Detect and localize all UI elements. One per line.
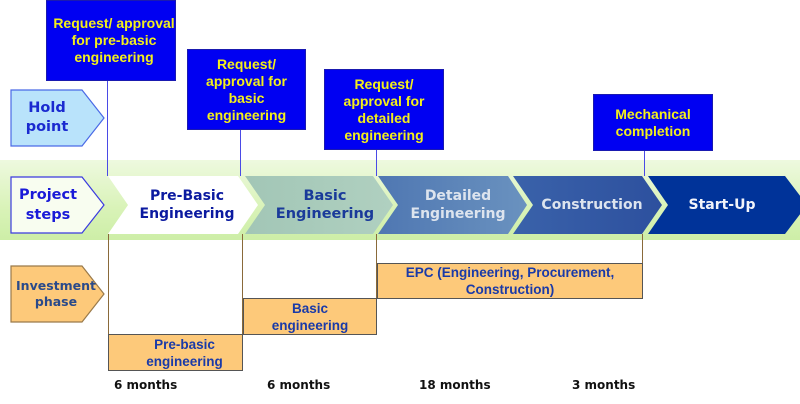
phase-epc: EPC (Engineering, Procurement, Construct… (377, 263, 643, 299)
gate-label: Request/ approval for basic engineering (206, 55, 287, 123)
step-chevron-start-up (648, 176, 800, 234)
gate-line-1 (107, 80, 108, 176)
duration-basic: 6 months (267, 378, 331, 392)
gate-detailed-engineering: Request/ approval for detailed engineeri… (324, 69, 444, 150)
phase-divider-3 (376, 234, 377, 298)
step-start-up: Start-Up (688, 197, 756, 213)
duration-start-up: 3 months (572, 378, 636, 392)
gate-basic-engineering: Request/ approval for basic engineering (187, 49, 306, 130)
phase-pre-basic-engineering: Pre-basic engineering (108, 334, 243, 371)
project-steps-label: Project steps (10, 176, 106, 234)
step-chevron-pre-basic (108, 176, 258, 234)
phase-label: EPC (Engineering, Procurement, Construct… (405, 265, 615, 297)
step-chevron-detailed (378, 176, 527, 234)
hold-point-label: Hold point (10, 89, 106, 147)
phase-label: Pre-basic engineering (146, 336, 223, 369)
investment-phase-label: Investment phase (10, 265, 106, 323)
duration-epc: 18 months (419, 378, 491, 392)
step-detailed-engineering: Detailed Engineering (410, 188, 506, 222)
investment-phase-arrow-shape (10, 265, 105, 323)
hold-point-arrow-shape (10, 89, 105, 147)
phase-divider-1 (108, 234, 109, 334)
step-chevron-basic (245, 176, 393, 234)
phase-basic-engineering: Basic engineering (243, 298, 377, 335)
gate-label: Mechanical completion (615, 105, 691, 139)
gate-pre-basic-engineering: Request/ approval for pre-basic engineer… (46, 0, 176, 81)
gate-mechanical-completion: Mechanical completion (593, 94, 713, 151)
step-construction: Construction (541, 197, 643, 213)
project-steps-chevrons (108, 176, 800, 234)
gate-line-2 (240, 130, 241, 176)
phase-divider-2 (242, 234, 243, 334)
step-chevron-construction (513, 176, 662, 234)
gate-label: Request/ approval for detailed engineeri… (343, 75, 425, 143)
phase-divider-4 (642, 234, 643, 264)
investment-phase-text: Investment phase (16, 278, 96, 309)
gate-line-3 (376, 149, 377, 176)
gate-line-4 (644, 150, 645, 176)
hold-point-text: Hold point (25, 100, 69, 135)
step-basic-engineering: Basic Engineering (275, 188, 375, 222)
phase-label: Basic engineering (271, 300, 349, 333)
project-steps-text: Project steps (18, 187, 78, 223)
step-pre-basic-engineering: Pre-Basic Engineering (139, 188, 235, 222)
duration-pre-basic: 6 months (114, 378, 178, 392)
gate-label: Request/ approval for pre-basic engineer… (53, 15, 175, 65)
project-steps-arrow-shape (10, 176, 105, 234)
